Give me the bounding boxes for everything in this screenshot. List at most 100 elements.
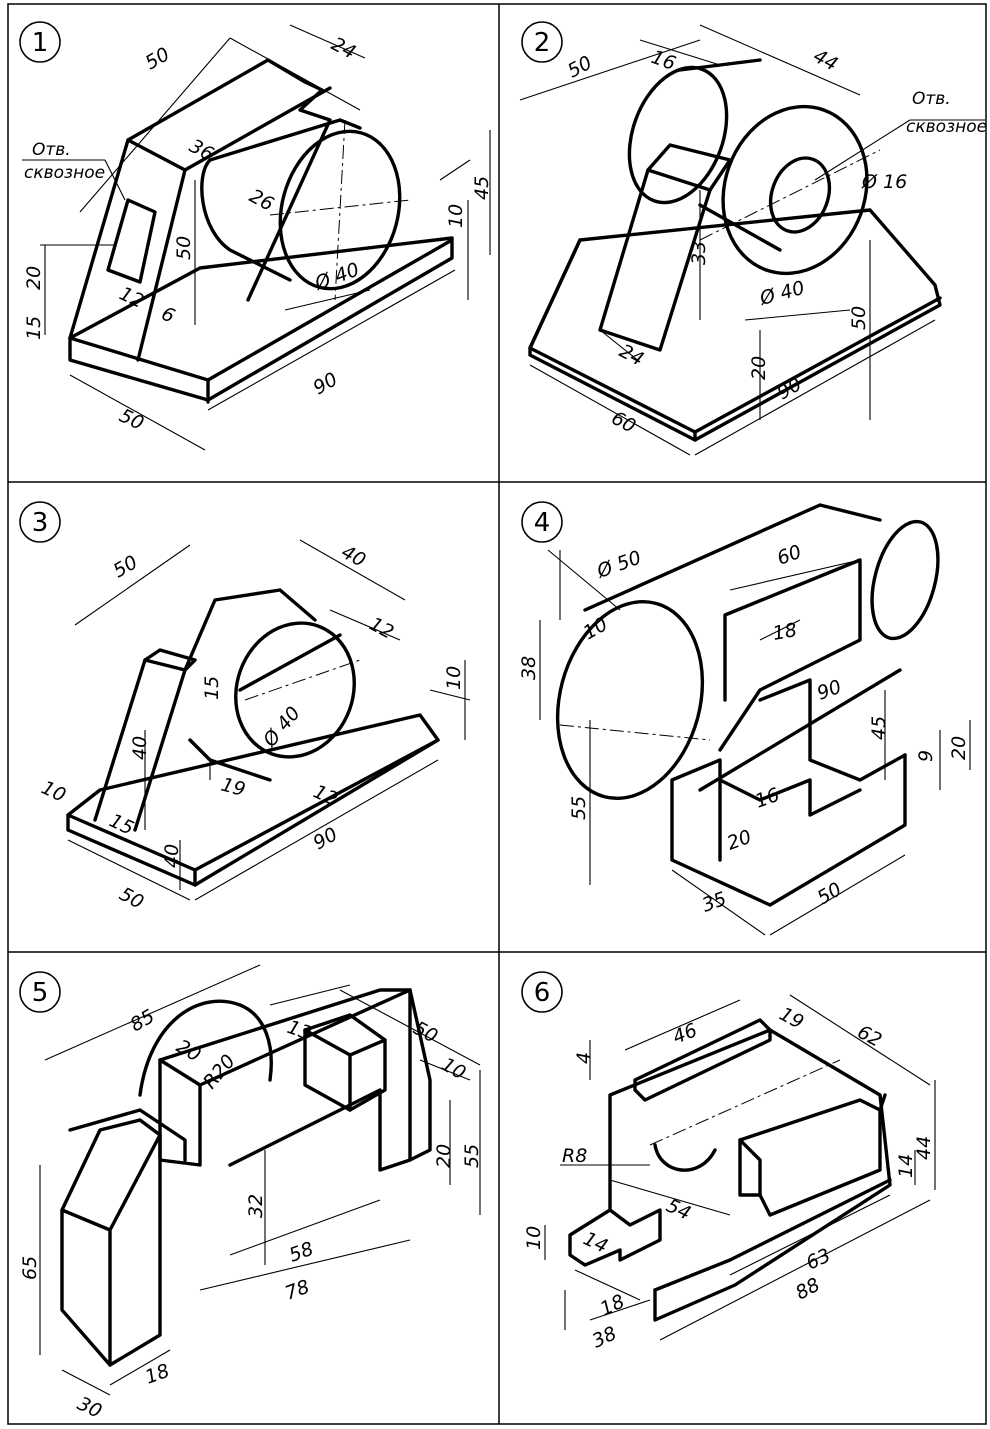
part-drawing (555, 503, 940, 907)
svg-text:Отв.: Отв. (32, 140, 71, 160)
svg-text:Ø 40: Ø 40 (757, 277, 807, 310)
panel-number-badge: 4 (521, 501, 563, 543)
dimension-lines (39, 964, 481, 1396)
svg-text:50: 50 (142, 43, 174, 74)
svg-text:45: 45 (868, 716, 890, 740)
dimension-labels: 50 40 12 15 Ø 40 10 40 10 15 19 12 40 90… (38, 541, 465, 914)
svg-text:50: 50 (564, 52, 596, 83)
svg-text:45: 45 (471, 176, 493, 200)
svg-text:44: 44 (913, 1136, 935, 1160)
panel-number-badge: 2 (521, 21, 563, 63)
svg-text:55: 55 (461, 1144, 483, 1168)
svg-text:26: 26 (246, 185, 278, 216)
svg-text:60: 60 (774, 541, 804, 570)
part-drawing (568, 1018, 892, 1322)
svg-text:90: 90 (774, 373, 806, 404)
svg-text:16: 16 (752, 784, 782, 813)
svg-text:9: 9 (915, 750, 937, 762)
svg-text:1: 1 (32, 28, 49, 58)
svg-text:3: 3 (32, 508, 49, 538)
svg-text:6: 6 (158, 303, 178, 328)
hole-note: Отв. сквозное (22, 140, 126, 201)
svg-text:90: 90 (814, 676, 844, 705)
svg-text:90: 90 (310, 823, 342, 854)
panel-1: 1 5 (19, 21, 493, 451)
dimension-lines (67, 539, 471, 901)
svg-text:10: 10 (523, 1226, 545, 1250)
part-drawing (68, 58, 454, 404)
dimension-labels: Ø 50 60 10 38 18 90 45 9 20 55 16 20 35 … (518, 541, 970, 917)
svg-text:10: 10 (445, 204, 467, 228)
svg-text:24: 24 (328, 33, 360, 64)
panel-number-badge: 3 (19, 501, 61, 543)
svg-text:19: 19 (219, 774, 248, 802)
svg-text:46: 46 (670, 1019, 701, 1048)
svg-text:15: 15 (23, 316, 45, 340)
svg-text:сквозное: сквозное (24, 163, 105, 183)
panel-4: 4 Ø 50 60 10 38 18 90 45 (518, 501, 971, 936)
svg-text:2: 2 (534, 28, 551, 58)
svg-text:30: 30 (74, 1393, 105, 1423)
part-drawing (66, 588, 440, 887)
svg-text:50: 50 (848, 306, 870, 330)
svg-text:18: 18 (771, 619, 799, 645)
svg-text:19: 19 (776, 1003, 808, 1034)
svg-text:63: 63 (803, 1244, 834, 1274)
svg-text:10: 10 (438, 1053, 470, 1084)
svg-text:10: 10 (443, 666, 465, 690)
panel-3: 3 50 40 12 15 Ø 40 (19, 501, 471, 914)
svg-text:65: 65 (19, 1256, 41, 1280)
dimension-lines (544, 994, 936, 1341)
panel-5: 5 85 13 50 20 R20 (19, 964, 483, 1423)
panel-number-badge: 5 (19, 971, 61, 1013)
panel-number-badge: 6 (521, 971, 563, 1013)
svg-text:50: 50 (110, 551, 142, 582)
part-drawing (60, 988, 432, 1367)
svg-text:10: 10 (580, 613, 612, 644)
svg-text:50: 50 (116, 883, 148, 914)
svg-text:54: 54 (663, 1195, 694, 1225)
svg-text:Отв.: Отв. (912, 89, 951, 109)
svg-text:40: 40 (338, 541, 370, 572)
svg-text:88: 88 (792, 1274, 824, 1305)
svg-text:32: 32 (245, 1194, 267, 1218)
svg-text:20: 20 (748, 356, 770, 380)
svg-text:58: 58 (286, 1238, 316, 1267)
svg-text:20: 20 (173, 1035, 205, 1066)
svg-text:12: 12 (116, 283, 147, 313)
svg-text:20: 20 (948, 736, 970, 760)
svg-text:4: 4 (534, 508, 551, 538)
svg-text:20: 20 (724, 826, 754, 855)
svg-text:10: 10 (38, 777, 69, 807)
panel-6: 6 46 19 62 4 R8 (521, 971, 936, 1353)
svg-text:50: 50 (814, 878, 846, 909)
svg-text:62: 62 (854, 1021, 886, 1052)
svg-text:сквозное: сквозное (906, 117, 987, 137)
panel-number-badge: 1 (19, 21, 61, 63)
svg-text:40: 40 (129, 736, 151, 760)
dimension-labels: 50 24 36 26 50 Ø 40 10 45 20 15 12 6 50 … (23, 33, 493, 435)
svg-text:90: 90 (310, 368, 342, 399)
svg-text:50: 50 (173, 236, 195, 260)
svg-text:85: 85 (127, 1005, 159, 1036)
svg-text:55: 55 (568, 796, 590, 820)
svg-text:6: 6 (534, 978, 551, 1008)
svg-text:33: 33 (688, 241, 710, 265)
svg-text:12: 12 (366, 613, 398, 644)
svg-text:R20: R20 (199, 1050, 240, 1093)
svg-text:36: 36 (186, 135, 218, 166)
svg-text:15: 15 (201, 676, 223, 700)
svg-text:50: 50 (410, 1017, 442, 1048)
panel-grid (7, 3, 987, 1425)
dimension-lines (519, 24, 936, 456)
svg-text:78: 78 (282, 1276, 312, 1305)
panel-2: 2 50 16 44 Ø 16 (519, 21, 987, 456)
svg-text:38: 38 (589, 1322, 620, 1352)
svg-text:R8: R8 (562, 1145, 587, 1167)
svg-text:20: 20 (433, 1144, 455, 1168)
dimension-lines (40, 24, 491, 451)
svg-text:4: 4 (573, 1052, 595, 1064)
dimension-labels: 50 16 44 Ø 16 33 Ø 40 24 20 50 60 90 (564, 45, 907, 438)
svg-text:14: 14 (895, 1154, 917, 1178)
